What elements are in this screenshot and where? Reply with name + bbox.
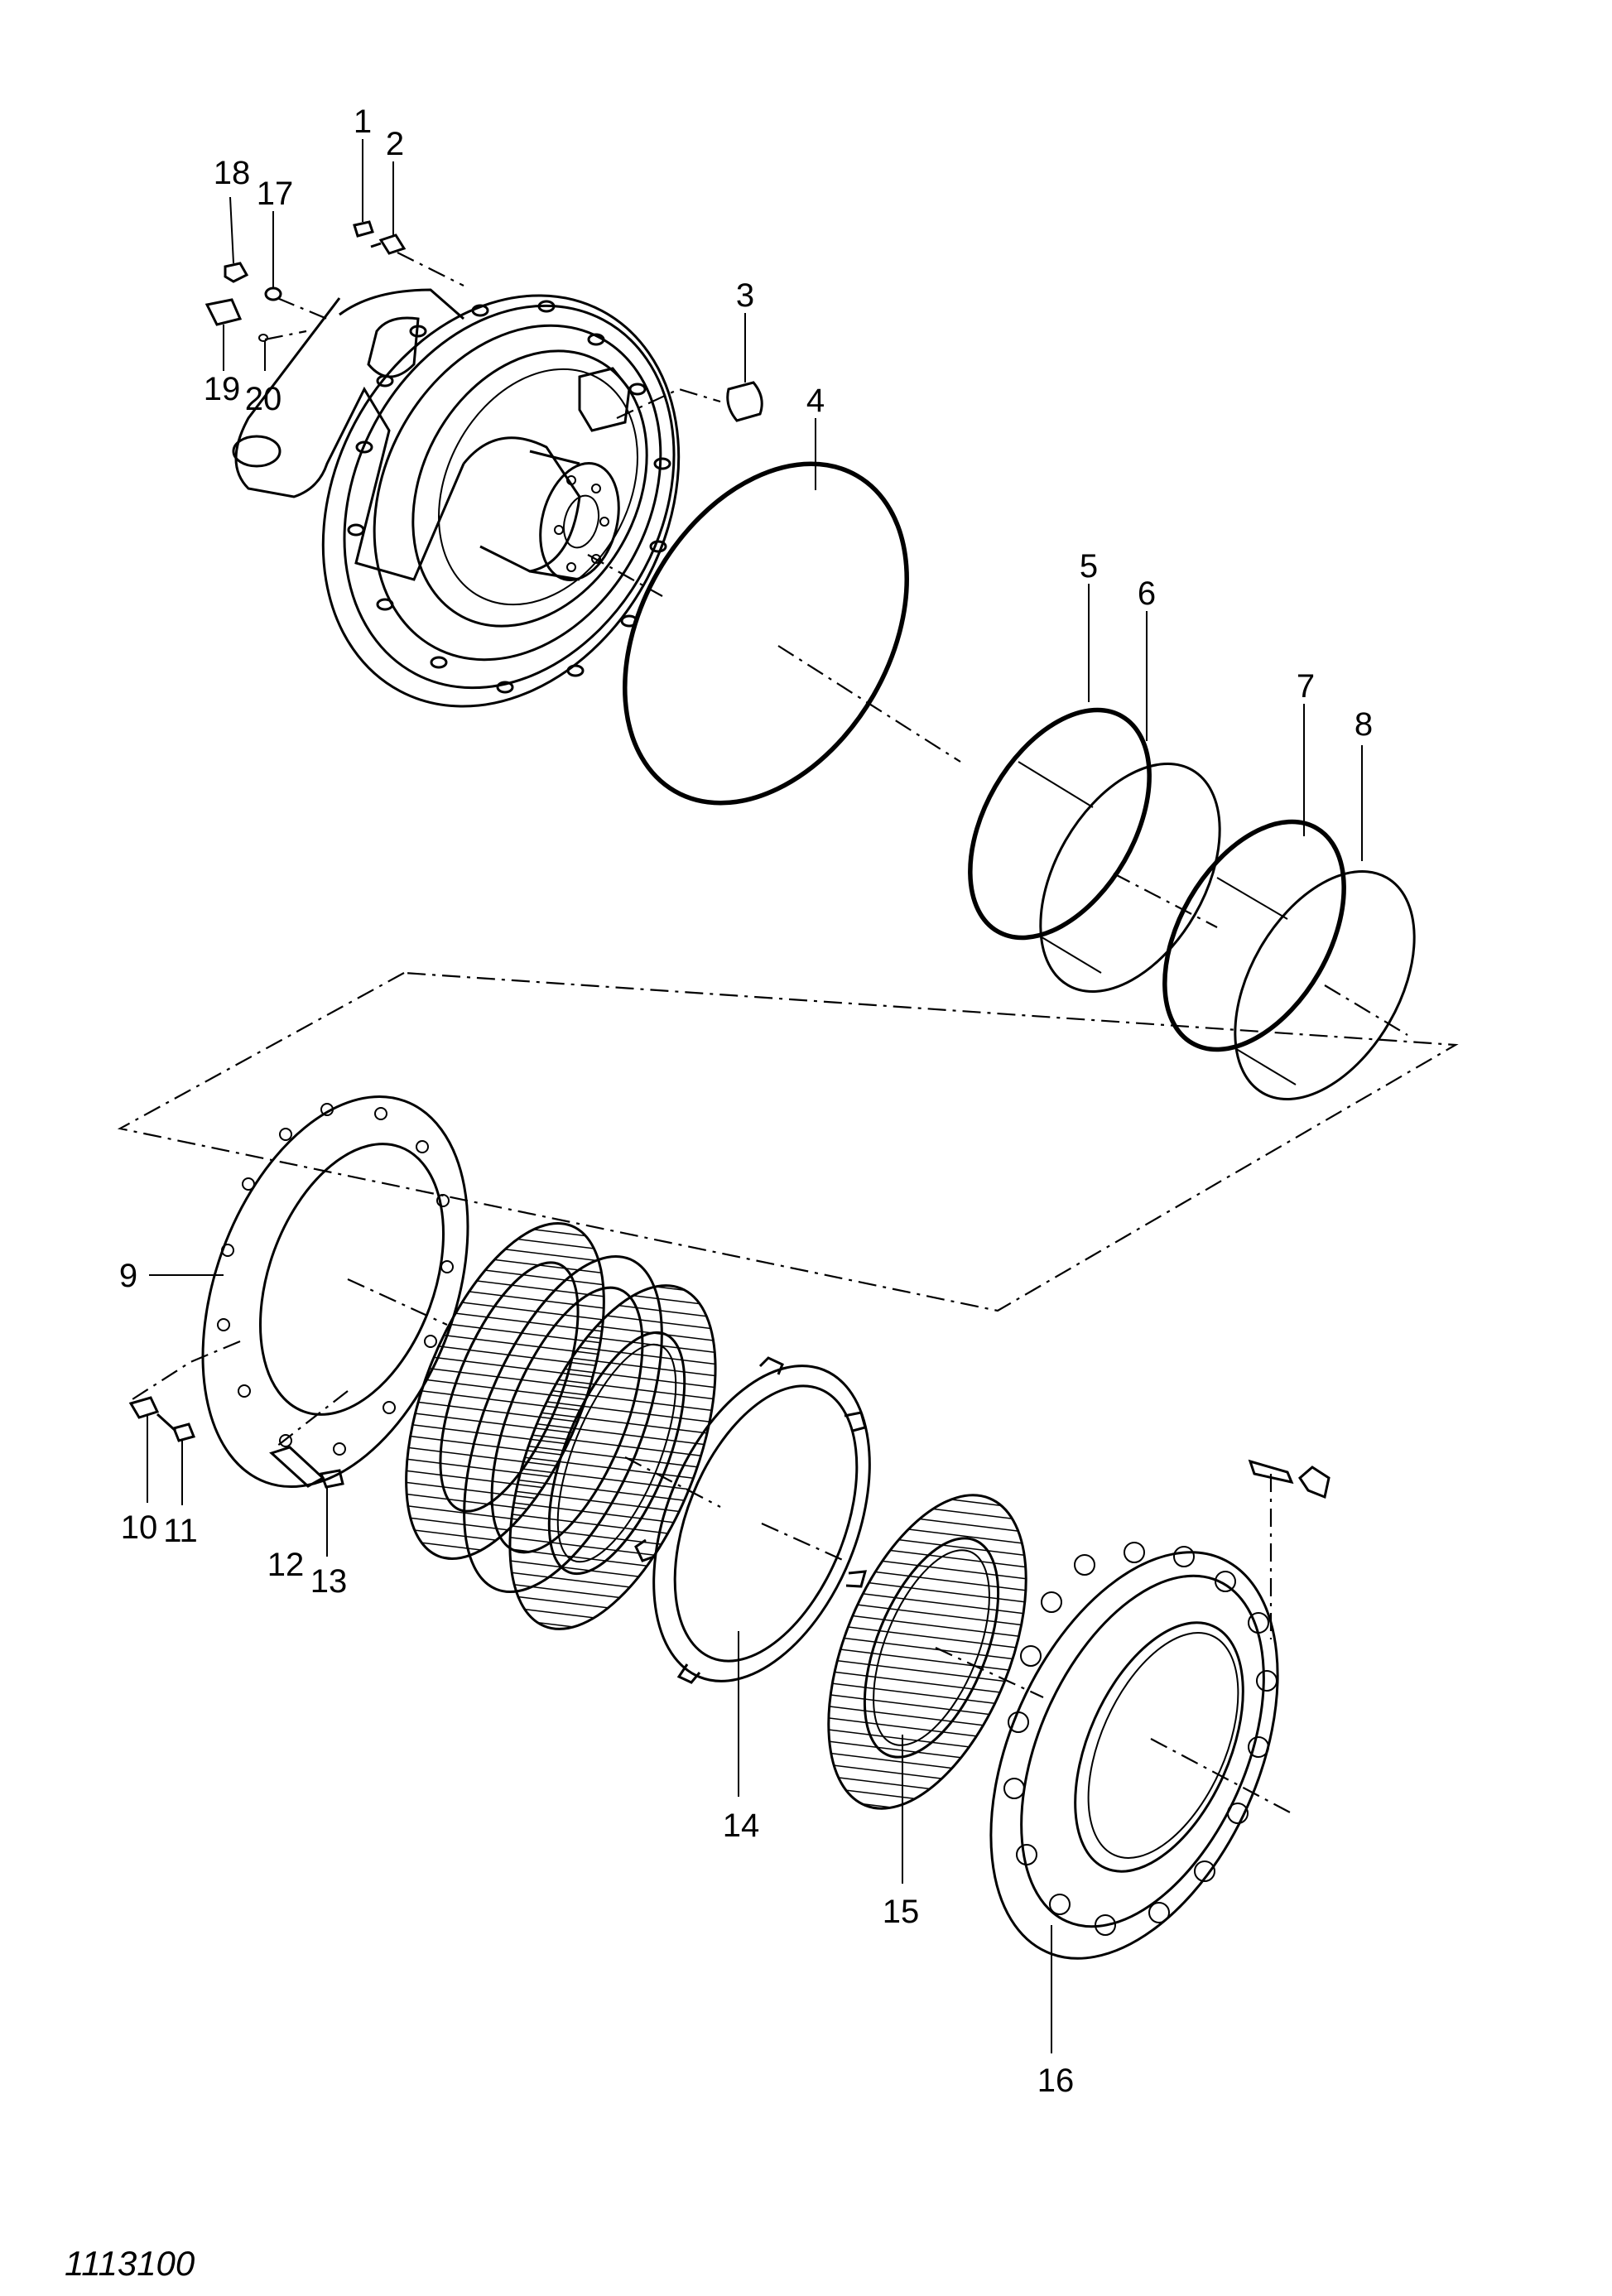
callout-7: 7	[1297, 668, 1315, 705]
fasteners-10-13	[128, 1396, 344, 1489]
callout-4: 4	[806, 383, 825, 419]
callout-20: 20	[245, 381, 282, 417]
callout-11: 11	[163, 1513, 198, 1549]
callout-18: 18	[214, 155, 251, 191]
friction-disc-stack	[405, 1222, 717, 1630]
callout-6: 6	[1138, 575, 1156, 612]
callout-12: 12	[267, 1547, 305, 1583]
leader-lines	[147, 139, 1363, 2053]
callout-8: 8	[1355, 706, 1373, 743]
callout-15: 15	[883, 1894, 920, 1930]
separator-plate-14-drawing	[634, 1356, 871, 1684]
callout-5: 5	[1080, 548, 1098, 585]
callout-14: 14	[723, 1807, 760, 1844]
piston-16-drawing	[989, 1459, 1331, 1960]
callout-13: 13	[310, 1563, 348, 1600]
callout-19: 19	[204, 371, 241, 407]
callout-3: 3	[736, 277, 754, 314]
callout-16: 16	[1037, 2063, 1075, 2099]
friction-disc-15-drawing	[827, 1494, 1027, 1810]
o-ring-4-drawing	[623, 461, 909, 806]
callout-10: 10	[121, 1509, 158, 1546]
callout-labels: 1 2 3 4 5 6 7 8 9 10 11 12 13 14 15 16 1…	[119, 103, 1373, 2099]
drawing-id: 1113100	[65, 2244, 195, 2283]
small-fittings	[205, 220, 763, 422]
callout-2: 2	[386, 126, 404, 162]
callout-1: 1	[354, 103, 372, 140]
center-lines	[117, 252, 1459, 1814]
axle-housing-drawing	[232, 288, 681, 708]
callout-17: 17	[257, 176, 294, 212]
callout-9: 9	[119, 1258, 137, 1294]
seal-ring-7-8-drawing	[1162, 819, 1416, 1100]
seal-ring-5-6-drawing	[968, 707, 1221, 993]
